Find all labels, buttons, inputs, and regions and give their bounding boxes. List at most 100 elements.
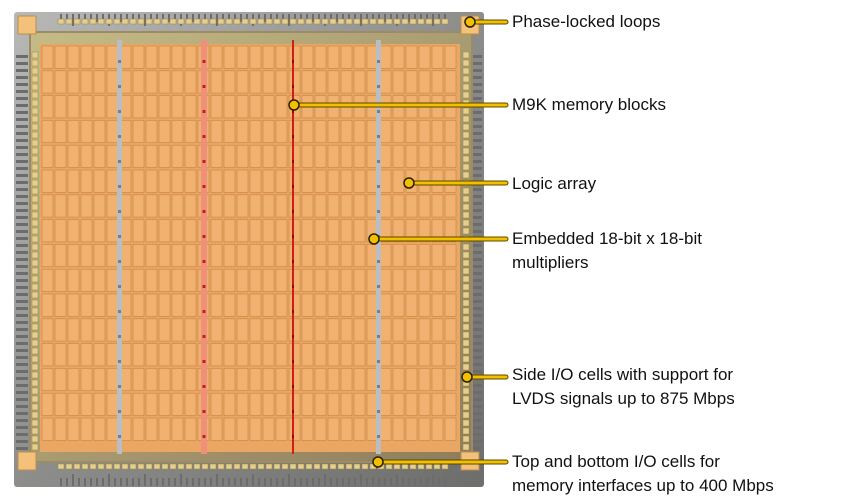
logic-cell <box>158 144 171 168</box>
pin <box>470 272 482 275</box>
io-pad-right <box>462 427 470 435</box>
logic-cell <box>184 194 197 218</box>
pin <box>414 478 416 486</box>
pin <box>470 62 482 65</box>
io-pad-top <box>241 18 249 25</box>
pin <box>264 478 266 486</box>
column-tick <box>292 235 294 238</box>
column-tick <box>118 360 121 363</box>
logic-cell <box>132 70 145 94</box>
column-tick <box>118 335 121 338</box>
column-tick <box>292 335 294 338</box>
pin <box>96 478 98 486</box>
logic-cell <box>275 194 288 218</box>
column-tick <box>118 160 121 163</box>
io-pad-top <box>369 18 377 25</box>
io-pad-left <box>31 107 39 115</box>
pin <box>150 478 152 486</box>
logic-cell <box>379 144 392 168</box>
io-pad-right <box>462 443 470 451</box>
column-tick <box>377 335 380 338</box>
io-cells <box>31 18 470 470</box>
pin <box>470 139 482 142</box>
callout-line: M9K memory blocks <box>512 95 666 114</box>
pin <box>432 14 434 26</box>
logic-cell <box>41 144 54 168</box>
logic-cell <box>275 144 288 168</box>
pin <box>270 478 272 486</box>
pin <box>438 478 440 486</box>
pin <box>378 478 380 486</box>
logic-cell <box>301 417 314 441</box>
pin <box>60 478 62 486</box>
column-tick <box>377 160 380 163</box>
io-pad-bottom <box>225 463 233 470</box>
pin <box>372 478 374 486</box>
logic-cell <box>171 70 184 94</box>
logic-cell <box>275 392 288 416</box>
logic-cell <box>145 417 158 441</box>
pin <box>444 14 446 22</box>
pin <box>300 14 302 22</box>
io-pad-top <box>153 18 161 25</box>
pin <box>16 139 28 142</box>
leader-logic-array-dot <box>403 177 415 189</box>
column-tick <box>377 110 380 113</box>
logic-cell <box>145 268 158 292</box>
io-pad-left <box>31 139 39 147</box>
logic-cell <box>327 392 340 416</box>
pin <box>470 111 482 114</box>
logic-cell <box>392 45 405 69</box>
pin <box>470 209 482 212</box>
logic-cell <box>184 368 197 391</box>
logic-cell <box>80 194 93 218</box>
io-pad-bottom <box>177 463 185 470</box>
callout-line: Side I/O cells with support for <box>512 365 734 384</box>
column-tick <box>202 185 206 188</box>
logic-cell <box>171 95 184 119</box>
column-tick <box>292 210 294 213</box>
pin <box>90 14 92 22</box>
pin <box>246 14 248 22</box>
pin <box>16 55 28 58</box>
io-pad-left <box>31 219 39 227</box>
io-pad-bottom <box>321 463 329 470</box>
callout-side-io-cells: Side I/O cells with support for LVDS sig… <box>512 363 735 411</box>
logic-cell <box>236 45 249 69</box>
logic-cell <box>262 318 275 342</box>
pin <box>16 398 28 401</box>
logic-cell <box>249 417 262 441</box>
io-pad-bottom <box>329 463 337 470</box>
logic-cell <box>405 417 418 441</box>
logic-cell <box>80 417 93 441</box>
io-pad-bottom <box>105 463 113 470</box>
pin <box>144 474 146 486</box>
logic-cell <box>236 70 249 94</box>
io-pad-right <box>462 395 470 403</box>
logic-cell <box>262 268 275 292</box>
io-pad-bottom <box>73 463 81 470</box>
column-tick <box>118 210 121 213</box>
pin <box>16 174 28 177</box>
logic-cell <box>132 293 145 317</box>
logic-cell <box>314 194 327 218</box>
io-pad-top <box>265 18 273 25</box>
pin <box>16 160 28 163</box>
column-tick <box>292 110 294 113</box>
pin <box>470 314 482 317</box>
pin <box>372 14 374 22</box>
io-pad-left <box>31 403 39 411</box>
pin <box>16 167 28 170</box>
logic-cell <box>210 343 223 367</box>
pin <box>16 195 28 198</box>
pin <box>174 478 176 486</box>
callout-embedded-multipliers: Embedded 18-bit x 18-bit multipliers <box>512 227 702 275</box>
logic-cell <box>288 268 301 292</box>
io-pad-bottom <box>281 463 289 470</box>
logic-cell <box>431 219 444 243</box>
io-pad-left <box>31 347 39 355</box>
logic-cell <box>184 95 197 119</box>
callout-line: Embedded 18-bit x 18-bit <box>512 229 702 248</box>
pin <box>66 478 68 486</box>
logic-cell <box>340 45 353 69</box>
